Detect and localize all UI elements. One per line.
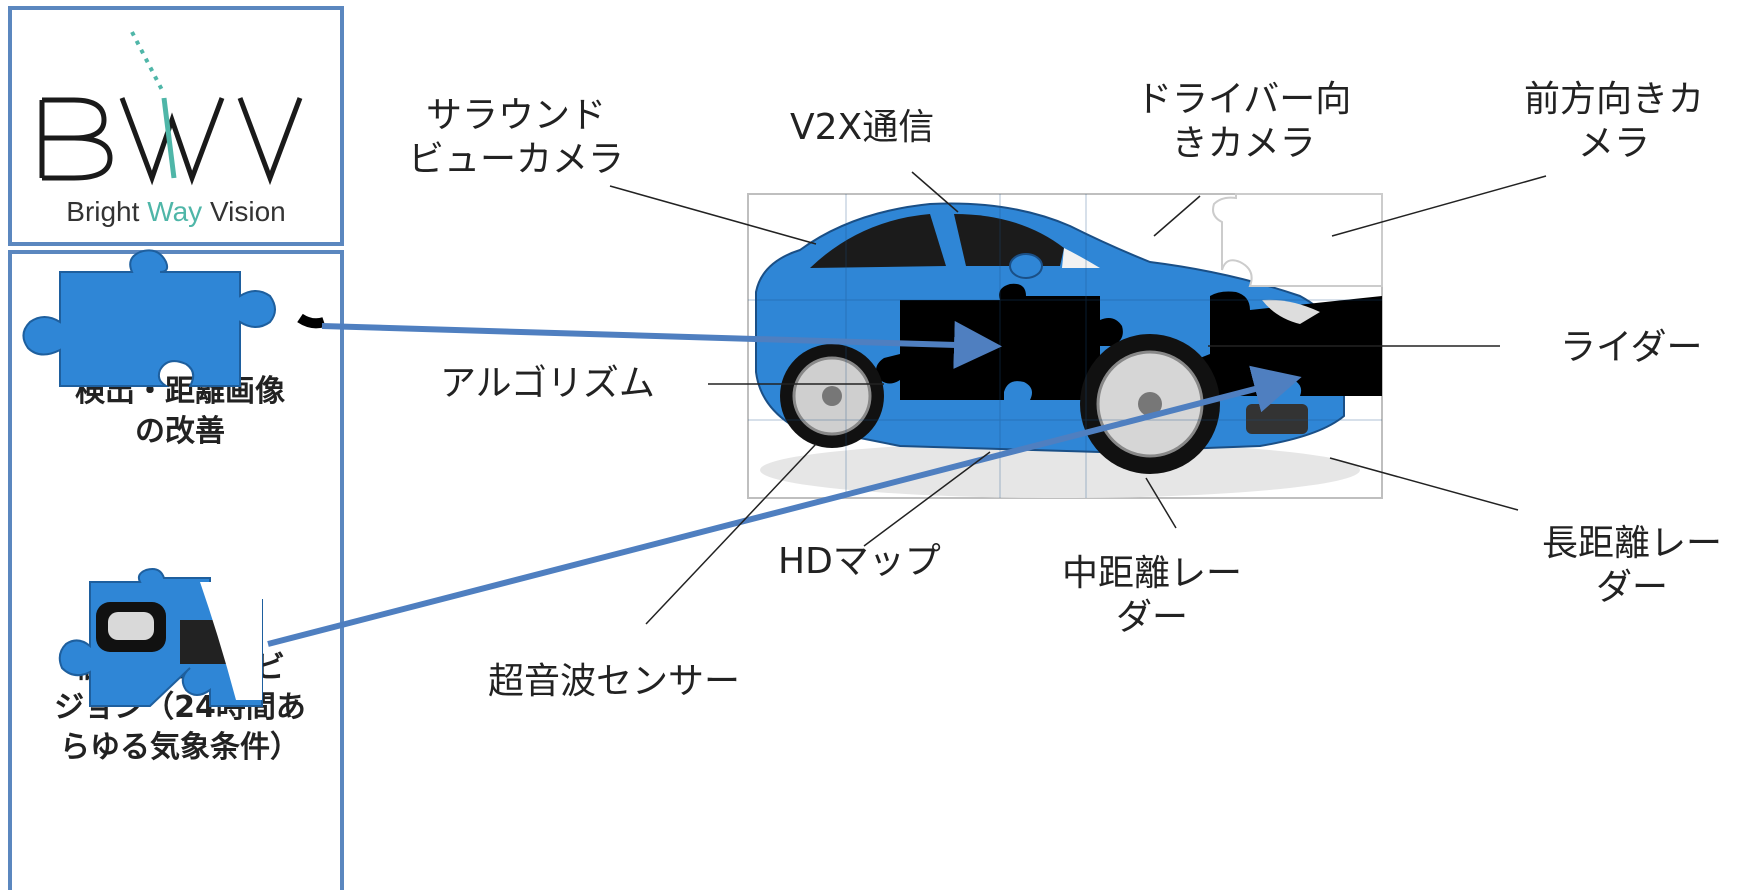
leader-front-camera bbox=[1331, 175, 1547, 237]
puzzle-piece-blue-icon bbox=[22, 249, 326, 387]
arrow-detection-to-car bbox=[321, 320, 1002, 369]
callout-driver-camera-line1: ドライバー向 bbox=[1136, 79, 1352, 120]
logo-letter-w bbox=[119, 97, 225, 186]
callout-driver-camera-line2: きカメラ bbox=[1171, 123, 1316, 164]
feature-vision-line3: らゆる気象条件） bbox=[60, 730, 300, 765]
callout-v2x-line1: V2X通信 bbox=[790, 107, 935, 148]
tagline-bright: Bright bbox=[66, 196, 148, 227]
callout-lidar-line1: ライダー bbox=[1560, 327, 1703, 368]
callout-long-radar-line2: ダー bbox=[1596, 567, 1669, 608]
callout-mid-radar: 中距離レー ダー bbox=[1062, 552, 1242, 640]
callout-hd-map: HDマップ bbox=[778, 540, 941, 584]
leader-long-radar bbox=[1329, 457, 1519, 511]
logo-tagline: Bright Way Vision bbox=[12, 196, 340, 228]
leader-hd-map bbox=[863, 451, 991, 547]
logo-dotted-accent bbox=[130, 31, 164, 91]
leader-mid-radar bbox=[1145, 477, 1177, 529]
callout-algorithm-line1: アルゴリズム bbox=[440, 363, 655, 404]
arrow-vision-to-car bbox=[267, 365, 1302, 647]
callout-algorithm: アルゴリズム bbox=[440, 362, 655, 406]
callout-surround-camera-line2: ビューカメラ bbox=[408, 139, 625, 180]
callout-long-radar: 長距離レー ダー bbox=[1542, 522, 1722, 610]
callout-lidar: ライダー bbox=[1560, 326, 1703, 370]
logo-panel: Bright Way Vision bbox=[8, 6, 344, 246]
leader-ultrasonic bbox=[645, 443, 817, 625]
logo-letter-b bbox=[39, 97, 113, 181]
callout-surround-camera-line1: サラウンド bbox=[426, 95, 607, 136]
callout-front-camera-line1: 前方向きカ bbox=[1524, 79, 1705, 120]
callout-leader-lines bbox=[609, 171, 1547, 625]
feature-detection-line2: の改善 bbox=[135, 414, 225, 449]
callout-ultrasonic: 超音波センサー bbox=[488, 660, 740, 704]
callout-long-radar-line1: 長距離レー bbox=[1542, 523, 1723, 564]
callout-mid-radar-line2: ダー bbox=[1116, 597, 1189, 638]
callout-mid-radar-line1: 中距離レー bbox=[1062, 553, 1243, 594]
callout-v2x: V2X通信 bbox=[790, 106, 934, 150]
leader-driver-camera bbox=[1153, 195, 1201, 237]
callout-front-camera: 前方向きカ メラ bbox=[1524, 78, 1704, 166]
leader-surround-camera bbox=[609, 185, 817, 245]
logo-letter-v bbox=[237, 97, 303, 186]
callout-front-camera-line2: メラ bbox=[1578, 123, 1651, 164]
callout-hd-map-line1: HDマップ bbox=[778, 541, 941, 582]
tagline-way: Way bbox=[147, 196, 203, 227]
bwv-logo-mark bbox=[39, 31, 303, 186]
logo-accent-stroke bbox=[161, 97, 177, 179]
callout-driver-camera: ドライバー向 きカメラ bbox=[1136, 78, 1351, 166]
callout-surround-camera: サラウンド ビューカメラ bbox=[408, 94, 624, 182]
tagline-vision: Vision bbox=[202, 196, 286, 227]
leader-v2x bbox=[911, 171, 959, 213]
puzzle-piece-headlight-icon bbox=[58, 568, 263, 707]
callout-ultrasonic-line1: 超音波センサー bbox=[488, 661, 741, 702]
car-illustration bbox=[748, 193, 1383, 498]
